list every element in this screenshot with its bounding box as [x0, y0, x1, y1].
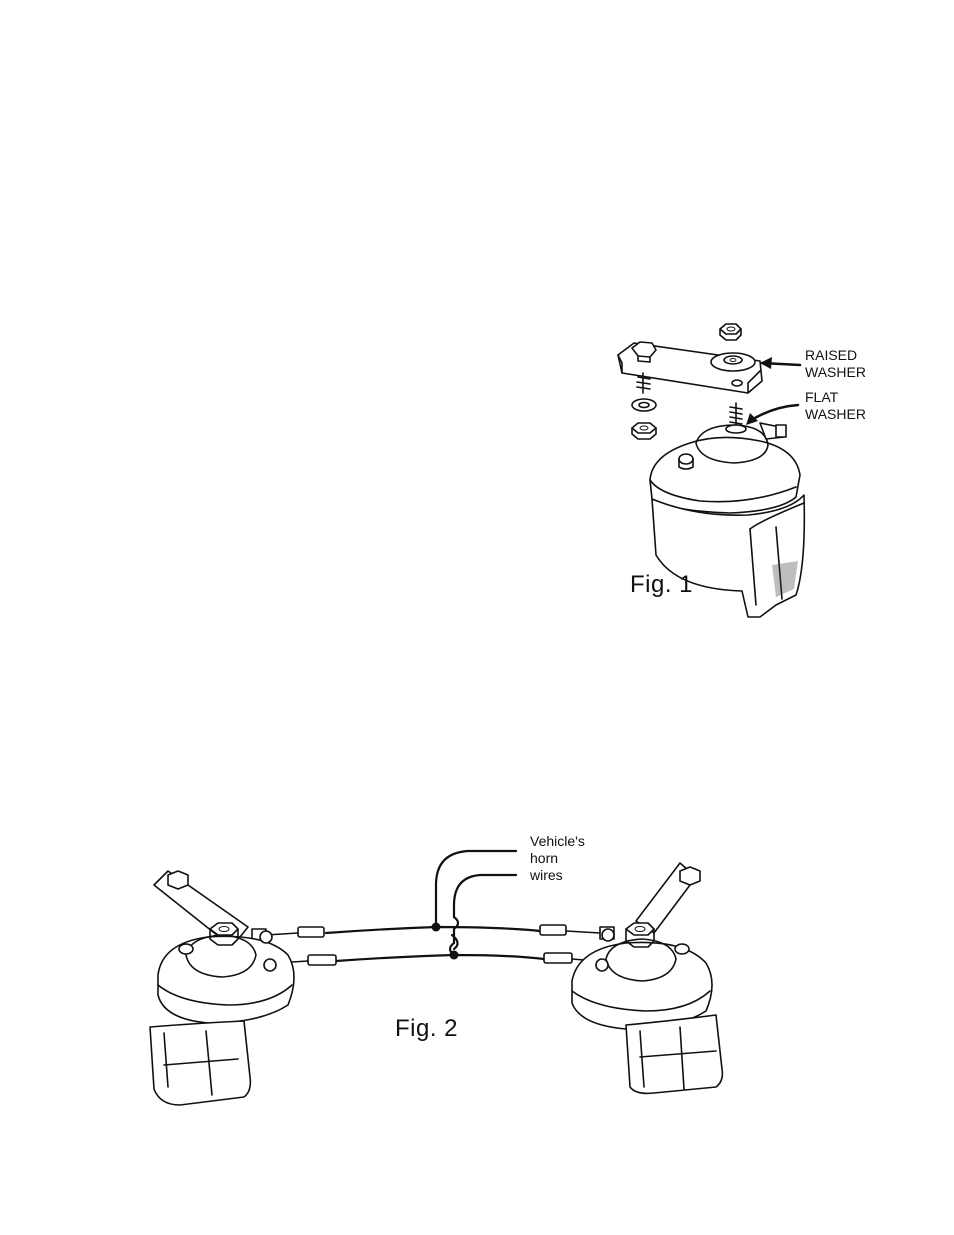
mounting-bracket — [617, 342, 763, 394]
left-horn — [149, 870, 295, 1106]
top-nut — [719, 323, 742, 341]
raised-washer-label: RAISED WASHER — [805, 347, 866, 380]
flat-washer-arrow — [746, 403, 800, 425]
junction-lower — [449, 950, 459, 960]
figure-1: RAISED WASHER FLAT WASHER Fig. 1 — [600, 315, 890, 625]
junction-upper — [431, 922, 441, 932]
bracket-bolt — [631, 341, 657, 363]
flat-washer-label: FLAT WASHER — [805, 389, 866, 422]
vehicle-horn-wires — [434, 849, 518, 957]
bracket-hole — [731, 379, 743, 387]
raised-washer — [710, 352, 756, 372]
horn-mounting-illustration — [617, 323, 806, 618]
bottom-nut — [631, 422, 657, 440]
horn-body — [649, 422, 806, 618]
right-horn — [571, 862, 724, 1095]
figure-2-caption: Fig. 2 — [395, 1015, 459, 1042]
spring-left — [636, 372, 651, 394]
harness-lower — [334, 953, 546, 963]
dual-horn-wiring-diagram — [149, 849, 724, 1106]
wire-crossover — [450, 933, 459, 951]
raised-washer-arrow — [760, 357, 802, 369]
figure-1-caption: Fig. 1 — [630, 571, 694, 598]
horn-wires-label: Vehicle's horn wires — [530, 833, 585, 883]
figure-2: Vehicle's horn wires Fig. 2 — [140, 825, 740, 1115]
lock-washer — [631, 398, 657, 412]
